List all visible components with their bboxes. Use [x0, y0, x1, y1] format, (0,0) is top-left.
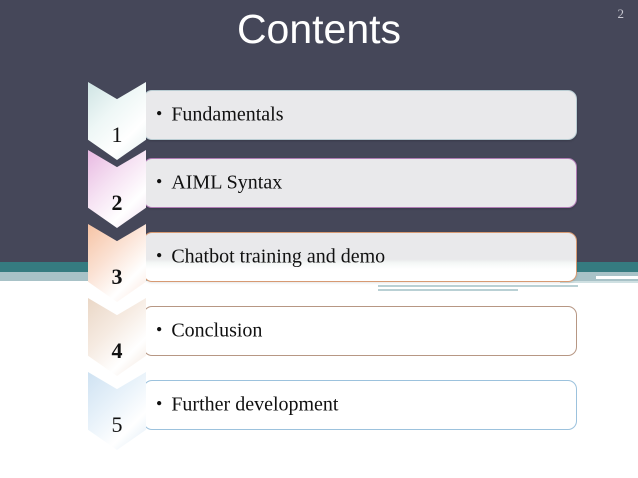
- decorative-rule-teal-2: [378, 289, 518, 291]
- contents-item-5-number: 5: [111, 412, 123, 437]
- contents-item-4-label: Conclusion: [171, 319, 263, 342]
- bullet-icon: •: [156, 245, 163, 266]
- contents-item-3-bar[interactable]: • Chatbot training and demo: [143, 232, 577, 282]
- contents-item-1-number-wrap: 1: [88, 82, 146, 160]
- contents-item-3-label-wrap: • Chatbot training and demo: [156, 246, 385, 269]
- bullet-icon: •: [156, 393, 163, 414]
- contents-item-1-bar[interactable]: • Fundamentals: [143, 90, 577, 140]
- bullet-icon: •: [156, 103, 163, 124]
- page-number: 2: [617, 6, 625, 21]
- contents-item-3-number-wrap: 3: [88, 224, 146, 302]
- decorative-rule-white: [596, 276, 638, 279]
- contents-item-5-bar[interactable]: • Further development: [143, 380, 577, 430]
- contents-item-3-number: 3: [111, 264, 123, 289]
- contents-item-4-label-wrap: • Conclusion: [156, 320, 262, 343]
- contents-item-4-bar[interactable]: • Conclusion: [143, 306, 577, 356]
- contents-item-2-number: 2: [111, 190, 123, 215]
- bullet-icon: •: [156, 319, 163, 340]
- contents-item-2-number-wrap: 2: [88, 150, 146, 228]
- contents-item-5-label: Further development: [171, 393, 339, 416]
- contents-item-2-bar[interactable]: • AIML Syntax: [143, 158, 577, 208]
- bullet-icon: •: [156, 171, 163, 192]
- contents-item-1-number: 1: [111, 122, 123, 147]
- contents-item-4-number: 4: [111, 338, 123, 363]
- contents-item-2-label-wrap: • AIML Syntax: [156, 172, 282, 195]
- contents-item-1-label: Fundamentals: [171, 103, 284, 126]
- decorative-rule-pale: [560, 281, 638, 283]
- slide-title: Contents: [236, 6, 402, 52]
- contents-item-3-label: Chatbot training and demo: [171, 245, 386, 268]
- contents-item-4-number-wrap: 4: [88, 298, 146, 376]
- contents-item-1-label-wrap: • Fundamentals: [156, 104, 284, 127]
- contents-item-5-label-wrap: • Further development: [156, 394, 339, 417]
- contents-item-2-label: AIML Syntax: [171, 171, 283, 194]
- contents-item-5-number-wrap: 5: [88, 372, 146, 450]
- decorative-rule-teal-1: [378, 285, 578, 287]
